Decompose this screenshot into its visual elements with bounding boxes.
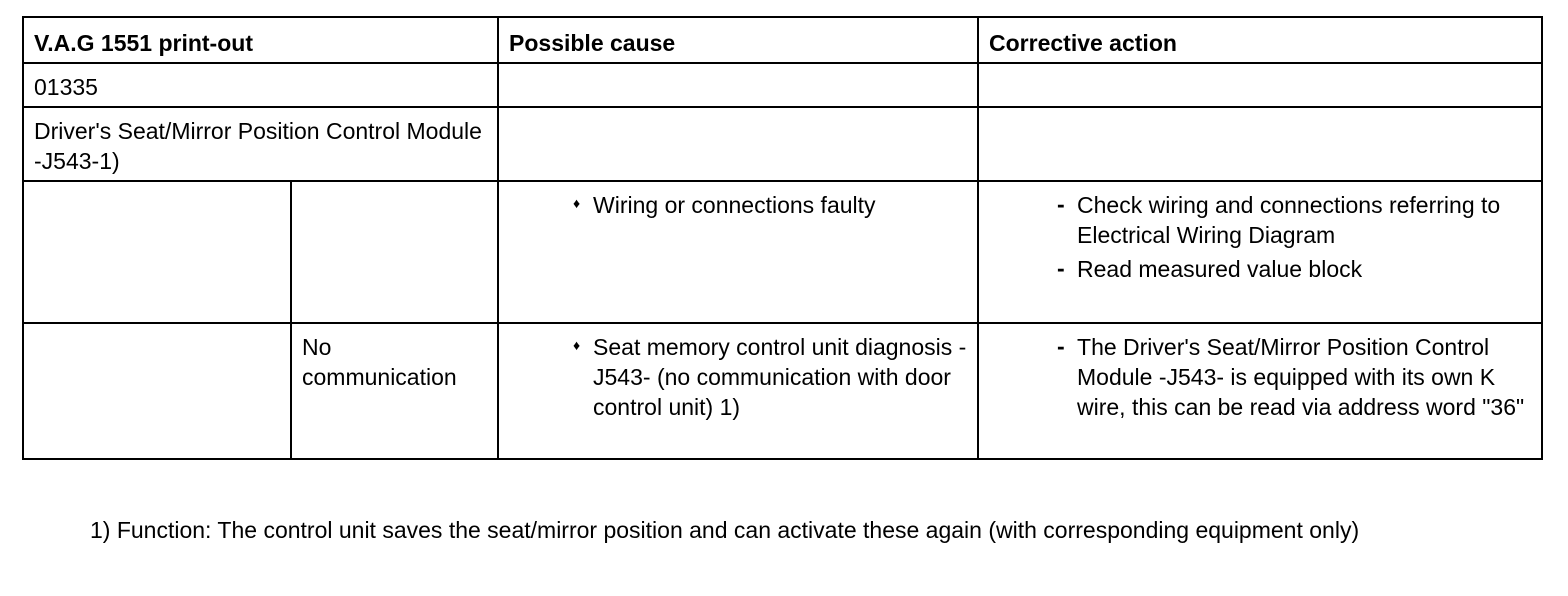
cause-text: Seat memory control unit diagnosis -J543… <box>593 334 967 420</box>
empty-cell <box>497 106 980 182</box>
footnote: 1) Function: The control unit saves the … <box>90 517 1360 543</box>
corrective-action-cell: - The Driver's Seat/Mirror Position Cont… <box>977 322 1544 460</box>
empty-cell <box>497 62 980 108</box>
cause-list: ♦ Wiring or connections faulty <box>509 190 969 220</box>
empty-cell <box>22 180 292 324</box>
component-name: Driver's Seat/Mirror Position Control Mo… <box>21 106 500 182</box>
list-item: ♦ Seat memory control unit diagnosis -J5… <box>571 332 969 422</box>
action-list: - Check wiring and connections referring… <box>989 190 1533 284</box>
action-text: Read measured value block <box>1077 256 1363 282</box>
table-row: ♦ Wiring or connections faulty - Check w… <box>22 180 1544 324</box>
empty-cell <box>22 322 292 460</box>
cause-list: ♦ Seat memory control unit diagnosis -J5… <box>509 332 969 422</box>
fault-code: 01335 <box>21 62 500 108</box>
action-text: The Driver's Seat/Mirror Position Contro… <box>1077 334 1525 420</box>
possible-cause-cell: ♦ Seat memory control unit diagnosis -J5… <box>497 322 980 460</box>
empty-cell <box>977 106 1544 182</box>
dash-bullet-icon: - <box>1057 333 1065 359</box>
diamond-bullet-icon: ♦ <box>573 195 581 211</box>
fault-table: V.A.G 1551 print-out Possible cause Corr… <box>21 16 1544 460</box>
printout-detail: No communication <box>289 322 500 460</box>
list-item: - Read measured value block <box>1055 254 1533 284</box>
fault-code-row: 01335 <box>21 62 1544 108</box>
header-printout: V.A.G 1551 print-out <box>21 16 500 64</box>
header-possible-cause: Possible cause <box>497 16 980 64</box>
empty-cell <box>977 62 1544 108</box>
action-list: - The Driver's Seat/Mirror Position Cont… <box>989 332 1533 422</box>
printout-detail <box>289 180 500 324</box>
component-row: Driver's Seat/Mirror Position Control Mo… <box>21 106 1544 182</box>
dash-bullet-icon: - <box>1057 191 1065 217</box>
cause-text: Wiring or connections faulty <box>593 192 876 218</box>
possible-cause-cell: ♦ Wiring or connections faulty <box>497 180 980 324</box>
action-text: Check wiring and connections referring t… <box>1077 192 1501 248</box>
header-corrective-action: Corrective action <box>977 16 1544 64</box>
dash-bullet-icon: - <box>1057 255 1065 281</box>
diamond-bullet-icon: ♦ <box>573 337 581 353</box>
list-item: ♦ Wiring or connections faulty <box>571 190 969 220</box>
header-row: V.A.G 1551 print-out Possible cause Corr… <box>21 16 1544 64</box>
table-row: No communication ♦ Seat memory control u… <box>22 322 1544 460</box>
list-item: - Check wiring and connections referring… <box>1055 190 1533 250</box>
list-item: - The Driver's Seat/Mirror Position Cont… <box>1055 332 1533 422</box>
corrective-action-cell: - Check wiring and connections referring… <box>977 180 1544 324</box>
